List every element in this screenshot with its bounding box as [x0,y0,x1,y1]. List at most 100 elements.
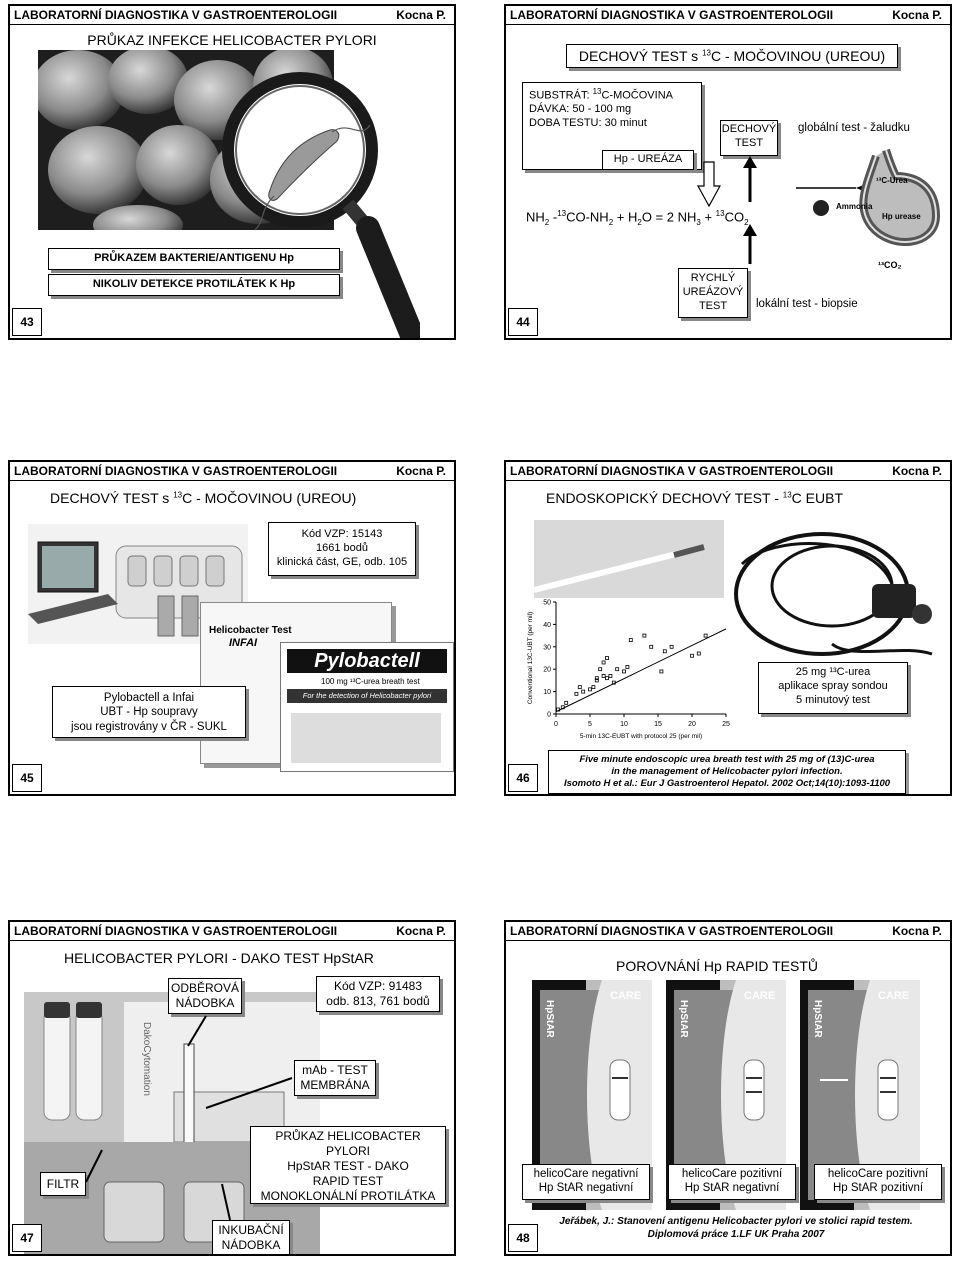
header-author: Kocna P. [892,924,942,938]
slide-title: DECHOVÝ TEST s 13C - MOČOVINOU (UREOU) [566,44,898,68]
header-author: Kocna P. [396,464,446,478]
slide-header: LABORATORNÍ DIAGNOSTIKA V GASTROENTEROLO… [506,922,950,940]
y-tick-label: 50 [543,600,551,607]
slide-number: 47 [12,1224,42,1252]
box-protilatky: NIKOLIV DETEKCE PROTILÁTEK K Hp [48,274,340,296]
eubt-dose-box: 25 mg ¹³C-urea aplikace spray sondou 5 m… [758,662,908,714]
header-title: LABORATORNÍ DIAGNOSTIKA V GASTROENTEROLO… [510,924,834,938]
dako-kit-photo: DakoCytomation [24,992,320,1254]
slide-title: HELICOBACTER PYLORI - DAKO TEST HpStAR [64,950,374,966]
x-tick-label: 20 [688,721,696,728]
dechovy-test-label: DECHOVÝ TEST [720,120,778,156]
regression-line [555,628,727,713]
data-point [703,633,708,638]
data-point [662,649,667,654]
data-point [649,644,654,649]
data-point [601,674,606,678]
slide-title: ENDOSKOPICKÝ DECHOVÝ TEST - 13C EUBT [546,490,844,506]
diag-ammonia-label: Ammonia [836,202,873,211]
slide-47: LABORATORNÍ DIAGNOSTIKA V GASTROENTEROLO… [8,920,456,1256]
slide-number: 45 [12,764,42,792]
data-point [594,678,599,683]
endoscope-photo [732,524,944,664]
data-point [588,687,592,692]
y-axis-label: Conventional 13C-UBT (per mil) [527,612,534,704]
header-title: LABORATORNÍ DIAGNOSTIKA V GASTROENTEROLO… [510,8,834,22]
diag-urease-label: Hp urease [882,212,921,221]
x-tick-label: 25 [722,721,730,728]
header-title: LABORATORNÍ DIAGNOSTIKA V GASTROENTEROLO… [14,924,338,938]
slide-title: DECHOVÝ TEST s 13C - MOČOVINOU (UREOU) [50,490,357,506]
reference-box: Five minute endoscopic urea breath test … [548,750,906,794]
data-point [581,689,586,694]
slide-header: LABORATORNÍ DIAGNOSTIKA V GASTROENTEROLO… [506,6,950,24]
data-point [594,676,599,681]
slide-45: LABORATORNÍ DIAGNOSTIKA V GASTROENTEROLO… [8,460,456,796]
data-point [625,665,630,669]
slide-number: 46 [508,764,538,792]
pylobactell-infai-box: Pylobactell a Infai UBT - Hp soupravy js… [52,686,246,738]
slide-number: 43 [12,308,42,336]
data-point [591,685,596,690]
x-tick-label: 5 [588,721,592,728]
data-point [605,676,609,681]
header-author: Kocna P. [396,924,446,938]
kod-vzp-box: Kód VZP: 15143 1661 bodů klinická část, … [268,522,416,576]
diag-urea-label: ¹³C-Urea [876,176,908,185]
stomach-diagram: ¹³C-Urea Ammonia Hp urease ¹³CO₂ [796,146,946,276]
slide-title: PRŮKAZ INFEKCE HELICOBACTER PYLORI [87,32,377,48]
slide-46: LABORATORNÍ DIAGNOSTIKA V GASTROENTEROLO… [504,460,952,796]
data-point [598,667,603,672]
x-axis-label: 5-min 13C-EUBT with protocol 25 (per mil… [580,733,702,740]
pylobactell-box-photo: Pylobactell 100 mg ¹³C-urea breath test … [280,642,454,772]
header-title: LABORATORNÍ DIAGNOSTIKA V GASTROENTEROLO… [14,464,338,478]
slide-title: POROVNÁNÍ Hp RAPID TESTŮ [616,958,819,974]
reaction-equation: NH2 -13CO-NH2 + H2O = 2 NH3 + 13CO2 [526,209,749,227]
diag-co2-label: ¹³CO₂ [878,260,902,270]
header-author: Kocna P. [892,464,942,478]
y-tick-label: 20 [543,667,551,674]
header-title: LABORATORNÍ DIAGNOSTIKA V GASTROENTEROLO… [14,8,338,22]
slide-header: LABORATORNÍ DIAGNOSTIKA V GASTROENTEROLO… [10,462,454,480]
x-tick-label: 15 [654,721,662,728]
data-point [628,638,633,642]
data-point [659,669,664,674]
data-point [574,691,579,696]
slide-number: 44 [508,308,538,336]
slide-number: 48 [508,1224,538,1252]
header-author: Kocna P. [396,8,446,22]
slide-48: LABORATORNÍ DIAGNOSTIKA V GASTROENTEROLO… [504,920,952,1256]
arrows [686,156,766,268]
x-tick-label: 0 [554,721,558,728]
y-tick-label: 40 [543,622,551,629]
endoscope-probe-photo [534,520,724,598]
header-author: Kocna P. [892,8,942,22]
data-point [622,669,626,674]
slide-43: LABORATORNÍ DIAGNOSTIKA V GASTROENTEROLO… [8,4,456,340]
lokalni-test-label: lokální test - biopsie [756,298,858,310]
filtr-label: FILTR [40,1172,86,1196]
slide-header: LABORATORNÍ DIAGNOSTIKA V GASTROENTEROLO… [506,462,950,480]
data-point [615,667,620,672]
magnifier-icon [220,70,420,338]
data-point [601,660,606,665]
data-point [690,653,694,658]
box-antigen: PRŮKAZEM BAKTERIE/ANTIGENU Hp [48,248,340,270]
rychly-test-label: RYCHLÝ UREÁZOVÝ TEST [678,268,748,318]
data-point [564,700,569,705]
data-point [669,644,674,649]
data-point [605,656,609,660]
slide-44: LABORATORNÍ DIAGNOSTIKA V GASTROENTEROLO… [504,4,952,340]
y-tick-label: 10 [543,689,551,696]
data-point [608,674,613,678]
slide-header: LABORATORNÍ DIAGNOSTIKA V GASTROENTEROLO… [10,922,454,940]
